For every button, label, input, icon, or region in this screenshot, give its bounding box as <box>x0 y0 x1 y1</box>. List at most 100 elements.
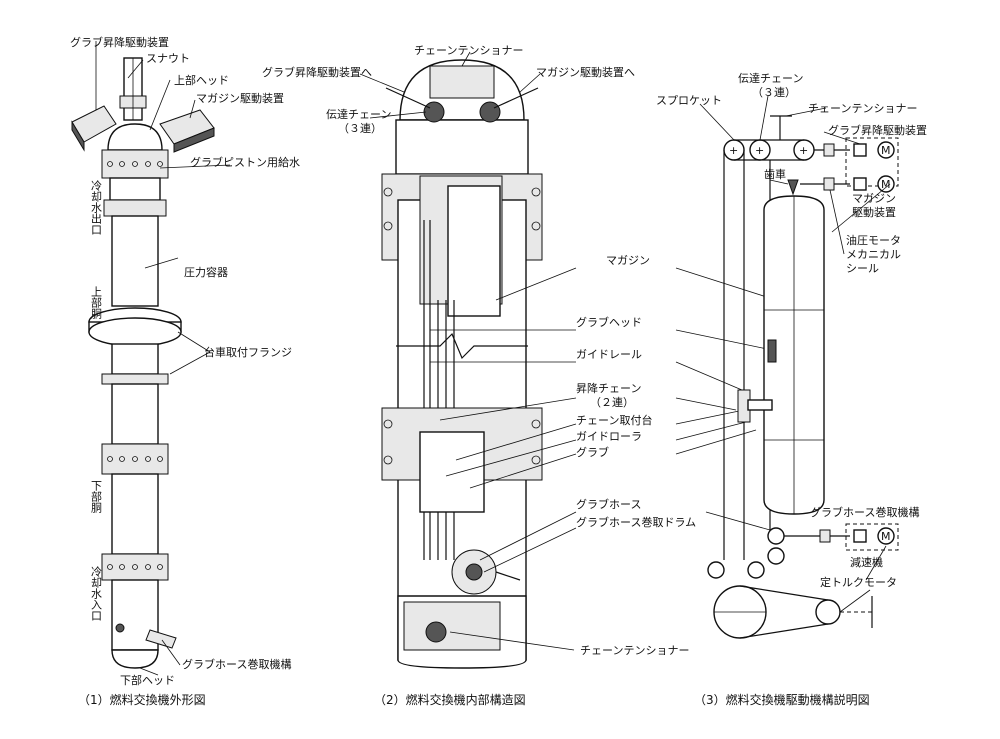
label-grab-hose: グラブホース <box>576 497 641 511</box>
fig3-seal-1 <box>823 143 835 157</box>
label-lower-head: 下部ヘッド <box>120 673 175 687</box>
label-guide-roller: ガイドローラ <box>576 430 642 443</box>
label-lift-chain-count: （２連） <box>590 395 634 409</box>
fig2-snout-top <box>429 65 495 99</box>
fig3-bottom-pulley-1 <box>707 561 725 579</box>
upper-neck <box>109 177 161 201</box>
label-fig3-gear: 歯車 <box>764 167 786 181</box>
lower-head <box>111 649 159 669</box>
fig3-belt-bottom <box>739 623 829 639</box>
middle-ring <box>101 373 169 385</box>
label-carriage-flange: 台車取付フランジ <box>204 345 292 359</box>
fig2-grab-head <box>419 431 485 513</box>
label-fig2-chain-tensioner-top: チェーンテンショナー <box>414 44 523 57</box>
upper-head-flange <box>101 149 169 179</box>
middle-barrel <box>111 343 159 375</box>
label-grab-hose-drum: グラブホース巻取ドラム <box>576 515 696 529</box>
upper-head-bolts <box>107 161 163 167</box>
fig3-hose-reducer <box>853 529 867 543</box>
svg-text:+: + <box>799 144 808 157</box>
label-fig3-magazine: マガジン <box>852 192 896 205</box>
fig3-motor-2-symbol: M <box>881 178 891 191</box>
label-fig3-seal: シール <box>846 262 879 275</box>
svg-text:+: + <box>755 144 764 157</box>
fig3-bottom-pulley-3 <box>767 547 785 565</box>
fig2-drum-shaft <box>495 571 521 581</box>
label-fig3-sprocket: スプロケット <box>656 94 722 107</box>
fig3-hose-seal <box>819 529 831 543</box>
lower-ring-bolts <box>107 564 163 570</box>
fig3-bottom-pulley-2 <box>747 561 765 579</box>
fig2-drive-shaft-left <box>385 87 431 109</box>
label-fig2-to-magazine-drive: マガジン駆動装置へ <box>536 65 635 79</box>
middle-barrel-lower <box>111 383 159 445</box>
caption-fig1: （1）燃料交換機外形図 <box>78 692 206 707</box>
fig2-gear-right <box>479 101 501 123</box>
fig3-hose-motor-symbol: M <box>881 530 891 543</box>
fig3-reducer-1 <box>853 143 867 157</box>
label-grab-head: グラブヘッド <box>576 315 642 329</box>
fig2-break-line <box>396 332 528 360</box>
label-magazine: マガジン <box>606 254 650 267</box>
fig3-drive-box <box>845 137 899 187</box>
fig3-hose-sprocket <box>767 527 785 545</box>
label-lift-chain: 昇降チェーン <box>576 381 641 395</box>
label-upper-barrel: 上部胴 <box>90 286 103 320</box>
fig3-hose-motor <box>877 527 895 545</box>
caption-fig2: （2）燃料交換機内部構造図 <box>374 692 526 707</box>
label-upper-head: 上部ヘッド <box>174 73 229 87</box>
label-fig2-transmission-chain-count: （３連） <box>338 121 382 135</box>
label-coolant-outlet: 冷却水出口 <box>90 180 103 235</box>
lower-ring <box>101 553 169 581</box>
label-pressure-vessel: 圧力容器 <box>184 265 228 279</box>
fig2-drive-shaft-right <box>493 87 539 109</box>
lower-barrel <box>111 473 159 555</box>
label-lower-barrel: 下部胴 <box>90 480 103 514</box>
fig2-top-head <box>395 119 529 175</box>
label-magazine-drive: マガジン駆動装置 <box>196 91 284 105</box>
label-snout: スナウト <box>146 52 190 65</box>
upper-head-dome <box>107 123 163 151</box>
fig3-motor-1 <box>877 141 895 159</box>
label-fig3-transmission-chain: 伝達チェーン <box>738 72 803 85</box>
fig3-hose-drive-box <box>845 523 899 551</box>
fig2-gear-left <box>423 101 445 123</box>
fig3-constant-torque-motor <box>815 599 841 625</box>
label-fig3-grab-lift-drive: グラブ昇降駆動装置 <box>828 123 927 137</box>
fig3-reducer-2 <box>853 177 867 191</box>
fig2-drum-hub <box>465 563 483 581</box>
label-fig3-grab-hose-reel-mech: グラブホース巻取機構 <box>810 505 919 519</box>
fig3-motor-2 <box>877 175 895 193</box>
label-coolant-inlet: 冷却水入口 <box>90 566 103 621</box>
fig2-bottom-tensioner <box>425 621 447 643</box>
fig2-upper-flange-bolts <box>383 187 541 231</box>
label-fig3-reducer: 減速機 <box>850 555 883 569</box>
fig2-internal-structure: チェーンテンショナー グラブ昇降駆動装置へ マガジン駆動装置へ 伝達チェーン （… <box>262 44 689 669</box>
fig3-drive-mechanism: + + + M M <box>656 72 927 639</box>
svg-text:+: + <box>729 144 738 157</box>
caption-fig3: （3）燃料交換機駆動機構説明図 <box>694 692 870 707</box>
fig3-grab <box>747 399 773 411</box>
label-fig3-chain-tensioner: チェーンテンショナー <box>808 102 917 115</box>
grab-hose-reel-mech-body <box>145 629 177 649</box>
label-fig2-transmission-chain: 伝達チェーン <box>326 108 391 121</box>
label-guide-rail: ガイドレール <box>576 348 642 361</box>
fig1-external-view: グラブ昇降駆動装置 スナウト 上部ヘッド マガジン駆動装置 グラブピストン用給水… <box>70 35 300 687</box>
magazine-drive-side <box>173 127 215 153</box>
label-fig2-to-grab-lift-drive: グラブ昇降駆動装置へ <box>262 65 372 79</box>
label-fig3-hydraulic-motor: 油圧モータ <box>846 233 901 247</box>
grab-lift-drive-side <box>71 120 85 152</box>
label-fig3-constant-torque-motor: 定トルクモータ <box>820 575 897 589</box>
label-grab-piston-water: グラブピストン用給水 <box>190 155 300 169</box>
coolant-inlet-port <box>115 623 125 633</box>
label-grab-lift-drive: グラブ昇降駆動装置 <box>70 35 169 49</box>
fig3-gear <box>787 179 799 196</box>
label-grab-hose-reel-mech: グラブホース巻取機構 <box>182 657 291 671</box>
fig2-lower-flange-bolts <box>383 419 541 465</box>
upper-barrel <box>111 215 159 307</box>
fig2-bottom-mechanism <box>403 601 501 651</box>
label-fig3-drive-unit: 駆動装置 <box>852 205 896 219</box>
label-grab: グラブ <box>576 445 609 459</box>
